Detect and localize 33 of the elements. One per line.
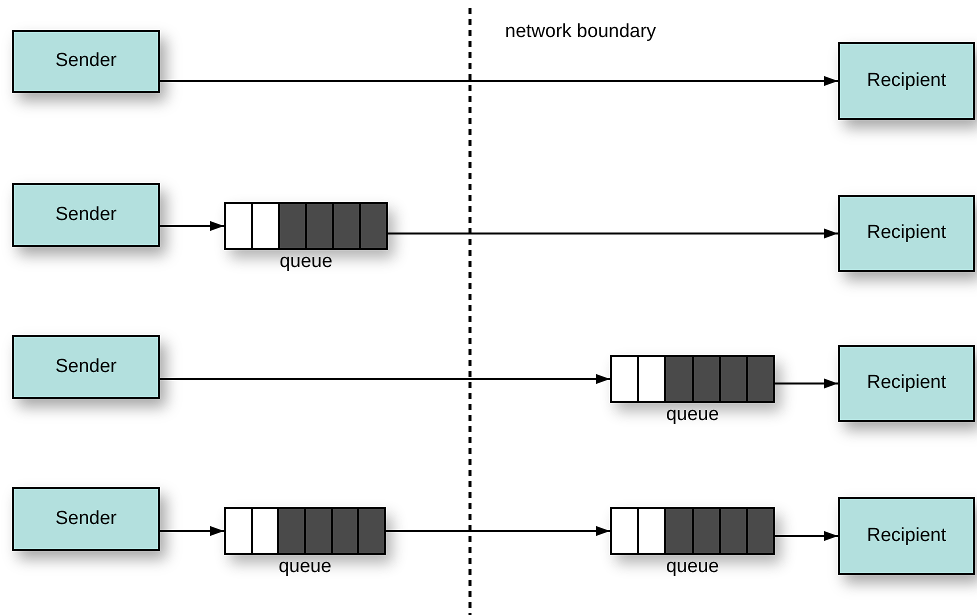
arrow — [388, 228, 838, 238]
queue-bar — [224, 507, 386, 555]
process-box — [12, 30, 160, 93]
process-box — [12, 487, 160, 551]
box-label: Sender — [55, 506, 117, 531]
arrow — [775, 378, 838, 388]
queue-label: queue — [665, 405, 720, 424]
box-label: Recipient — [866, 68, 946, 93]
queue-bar — [610, 355, 775, 403]
arrow — [160, 526, 224, 536]
queue-bar — [610, 507, 775, 555]
queue-bar — [224, 202, 388, 250]
box-label: Sender — [55, 202, 117, 227]
box-label: Recipient — [866, 524, 946, 548]
process-box — [838, 195, 975, 272]
box-label: Recipient — [866, 221, 946, 246]
boundary-label: network boundary — [505, 22, 656, 41]
box-label: Sender — [55, 49, 117, 74]
process-box — [12, 183, 160, 247]
process-box — [838, 42, 975, 120]
process-box — [12, 335, 160, 399]
process-box — [838, 497, 975, 575]
arrow — [160, 76, 838, 86]
arrow — [386, 526, 610, 536]
arrow — [775, 531, 838, 541]
queue-label: queue — [665, 557, 720, 576]
arrow — [160, 374, 610, 384]
queue-label: queue — [278, 557, 332, 576]
process-box — [838, 345, 975, 422]
box-label: Sender — [55, 354, 117, 379]
arrow — [160, 221, 224, 231]
box-label: Recipient — [866, 371, 946, 396]
queue-label: queue — [278, 252, 334, 271]
